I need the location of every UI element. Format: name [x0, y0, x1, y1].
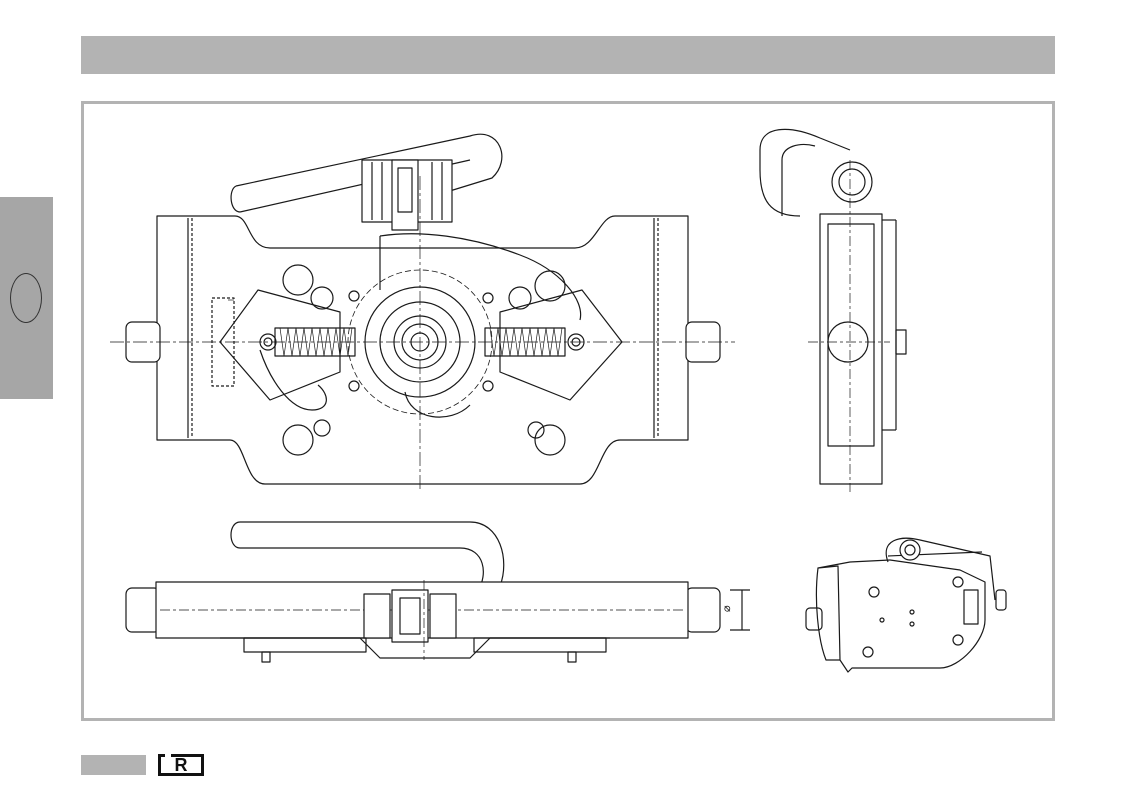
front-view: [110, 134, 735, 492]
technical-drawing: ⌀: [84, 104, 1052, 718]
chapter-tab[interactable]: [0, 197, 53, 399]
chapter-tab-marker: [10, 273, 42, 323]
diameter-symbol: ⌀: [720, 605, 733, 612]
top-view: [126, 522, 750, 662]
side-view: [760, 129, 906, 492]
technical-drawing-frame: ⌀: [81, 101, 1055, 721]
footer-bar: [81, 755, 146, 775]
language-badge-letter: R: [161, 755, 201, 776]
isometric-view: [806, 538, 1006, 672]
language-badge: R: [158, 754, 204, 776]
header-bar: [81, 36, 1055, 74]
